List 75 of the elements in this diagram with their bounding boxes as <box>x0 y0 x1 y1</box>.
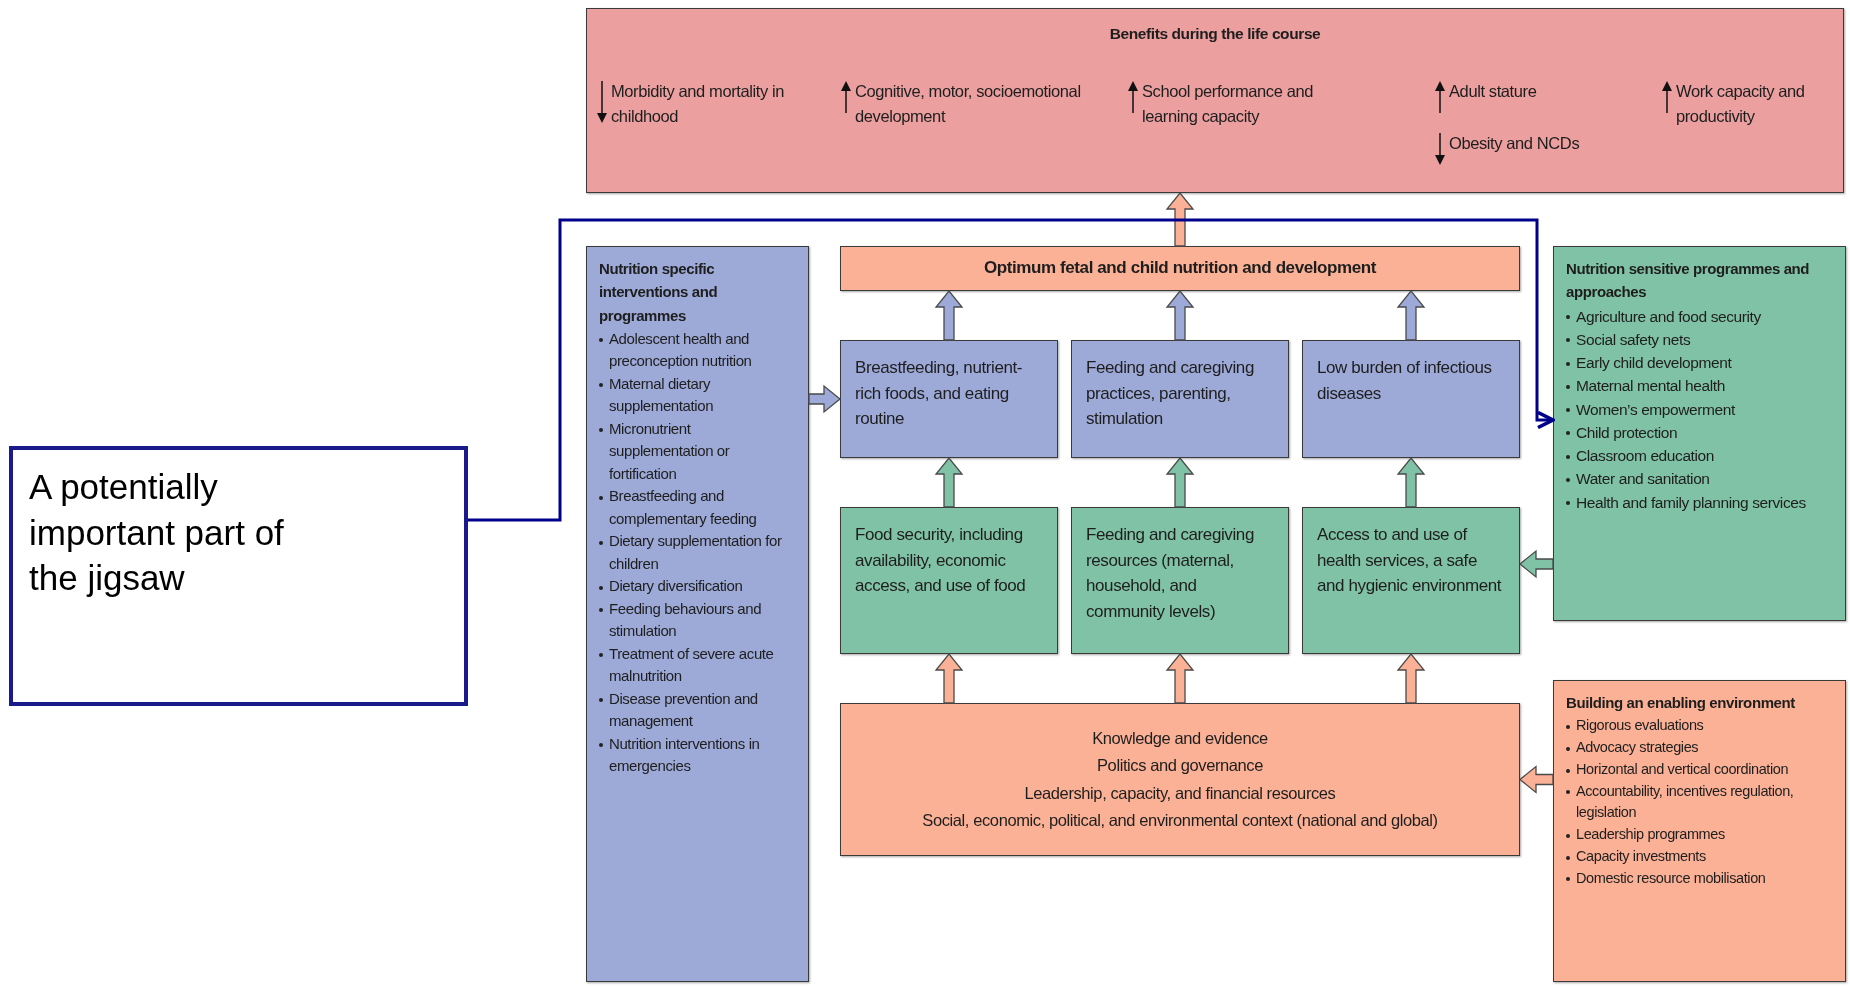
benefit-text: Obesity and NCDs <box>1449 133 1581 154</box>
block-arrow <box>934 652 964 704</box>
box-text: Food security, including availability, economic access, and use of food <box>854 524 1027 597</box>
benefit-text: Cognitive, motor, socioemotional development <box>855 81 1082 127</box>
list-item: Health and family planning services <box>1576 492 1806 513</box>
list-item: Capacity investments <box>1576 846 1706 866</box>
process-box <box>1071 340 1289 458</box>
arrow <box>468 218 1555 522</box>
list-item: Agriculture and food security <box>1576 306 1761 327</box>
interventions-panel <box>586 246 809 982</box>
box-text: Feeding and caregiving practices, parenting, stimulation <box>1085 357 1255 430</box>
list-item: Domestic resource mobilisation <box>1576 868 1766 888</box>
benefit-text: Adult stature <box>1449 81 1538 102</box>
callout-box <box>9 446 468 706</box>
heading: Nutrition specific interventions and programmes <box>599 259 719 326</box>
box-text: Social, economic, political, and environmental context (national and global) <box>922 809 1438 831</box>
block-arrow <box>808 384 842 414</box>
box-text: Optimum fetal and child nutrition and development <box>983 257 1377 280</box>
list-item: Dietary supplementation for children <box>609 531 783 574</box>
box-text: Leadership, capacity, and financial resources <box>1024 782 1336 804</box>
environment-panel <box>1553 680 1846 982</box>
block-arrow <box>1518 765 1554 794</box>
benefit-text: Work capacity and productivity <box>1676 81 1806 127</box>
block-arrow <box>1165 289 1195 341</box>
list-item: Treatment of severe acute malnutrition <box>609 643 775 687</box>
box-text: Low burden of infectious diseases <box>1316 357 1493 405</box>
list-item: Disease prevention and management <box>609 688 759 732</box>
box-text: Breastfeeding, nutrient-rich foods, and eating routine <box>854 357 1024 430</box>
heading: Nutrition sensitive programmes and approaches <box>1566 259 1811 303</box>
process-box <box>1071 507 1289 654</box>
block-arrow <box>1165 652 1195 704</box>
heading: Benefits during the life course <box>1108 25 1322 43</box>
list-item: Women’s empowerment <box>1576 399 1735 420</box>
heading: Building an enabling environment <box>1566 693 1796 713</box>
box-text: Access to and use of health services, a safe and hygienic environment <box>1316 524 1503 597</box>
process-box <box>1302 340 1520 458</box>
list-item: Water and sanitation <box>1576 469 1710 490</box>
benefit-text: Morbidity and mortality in childhood <box>611 81 785 127</box>
list-item: Maternal dietary supplementation <box>609 373 715 417</box>
list-item: Feeding behaviours and stimulation <box>609 598 763 642</box>
outcome-box <box>840 246 1520 291</box>
list-item: Dietary diversification <box>609 576 743 597</box>
box-text: Knowledge and evidence <box>1092 728 1268 750</box>
list-item: Breastfeeding and complementary feeding <box>609 486 758 529</box>
list-item: Adolescent health and preconception nutrition <box>609 328 753 372</box>
block-arrow <box>1396 456 1426 508</box>
block-arrow <box>1165 456 1195 508</box>
box-text: Politics and governance <box>1097 755 1263 777</box>
list-item: Horizontal and vertical coordination <box>1576 759 1789 779</box>
box-text: Feeding and caregiving resources (maternal, household, and community levels) <box>1085 524 1255 623</box>
list-item: Maternal mental health <box>1576 376 1725 397</box>
block-arrow <box>1518 549 1554 579</box>
context-box <box>840 703 1520 856</box>
process-box <box>840 507 1058 654</box>
list-item: Early child development <box>1576 353 1732 373</box>
programmes-panel <box>1553 246 1846 621</box>
list-item: Classroom education <box>1576 446 1714 466</box>
list-item: Leadership programmes <box>1576 825 1725 844</box>
block-arrow <box>1396 652 1426 704</box>
benefits-box <box>586 8 1844 193</box>
list-item: Rigorous evaluations <box>1576 716 1704 736</box>
list-item: Social safety nets <box>1576 329 1691 350</box>
block-arrow <box>1165 191 1195 247</box>
process-box <box>1302 507 1520 654</box>
list-item: Accountability, incentives regulation, legislation <box>1576 781 1795 823</box>
benefit-text: School performance and learning capacity <box>1142 81 1314 127</box>
process-box <box>840 340 1058 458</box>
callout-text: A potentially important part of the jigsaw <box>29 466 285 599</box>
block-arrow <box>1396 289 1426 341</box>
block-arrow <box>934 456 964 508</box>
list-item: Advocacy strategies <box>1576 738 1699 757</box>
list-item: Micronutrient supplementation or fortification <box>609 418 731 484</box>
block-arrow <box>934 289 964 341</box>
list-item: Nutrition interventions in emergencies <box>609 733 761 777</box>
list-item: Child protection <box>1576 422 1678 443</box>
